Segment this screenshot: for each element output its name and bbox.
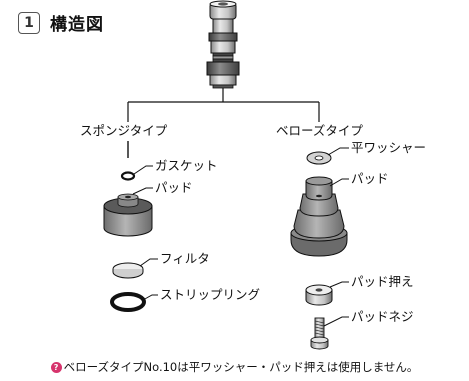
fitting-assembly [206,0,240,89]
footnote: ?ベローズタイプNo.10は平ワッシャー・パッド押えは使用しません。 [0,359,469,375]
bellows-pad-part [290,176,348,257]
sponge-type-label: スポンジタイプ [80,123,168,138]
pad-retainer-part [305,284,333,306]
page-title: 構造図 [50,15,104,35]
gasket-label: ガスケット [155,158,218,173]
title-block: 1 構造図 [18,10,104,35]
bellows-type-label: ベローズタイプ [276,123,363,138]
section-number-badge: 1 [18,11,40,34]
flat-washer-part [306,151,332,165]
filter-label: フィルタ [160,251,210,266]
pad-screw-part [310,317,329,350]
footnote-text: ベローズタイプNo.10は平ワッシャー・パッド押えは使用しません。 [63,360,419,374]
stripping-ring-label: ストリップリング [160,287,261,302]
pad-retainer-label: パッド押え [351,274,414,289]
flat-washer-label: 平ワッシャー [351,140,427,155]
branch-connector [127,88,320,122]
bellows-leader-lines [323,147,349,327]
pad-screw-label: パッドネジ [351,309,414,324]
sponge-pad-part [103,193,153,237]
sponge-leader-lines [132,165,158,301]
filter-part [112,262,144,279]
note-icon: ? [50,362,62,373]
stripping-ring-part [110,292,146,312]
gasket-part [120,171,136,181]
sponge-pad-label: パッド [155,180,193,195]
bellows-pad-label: パッド [351,171,389,186]
